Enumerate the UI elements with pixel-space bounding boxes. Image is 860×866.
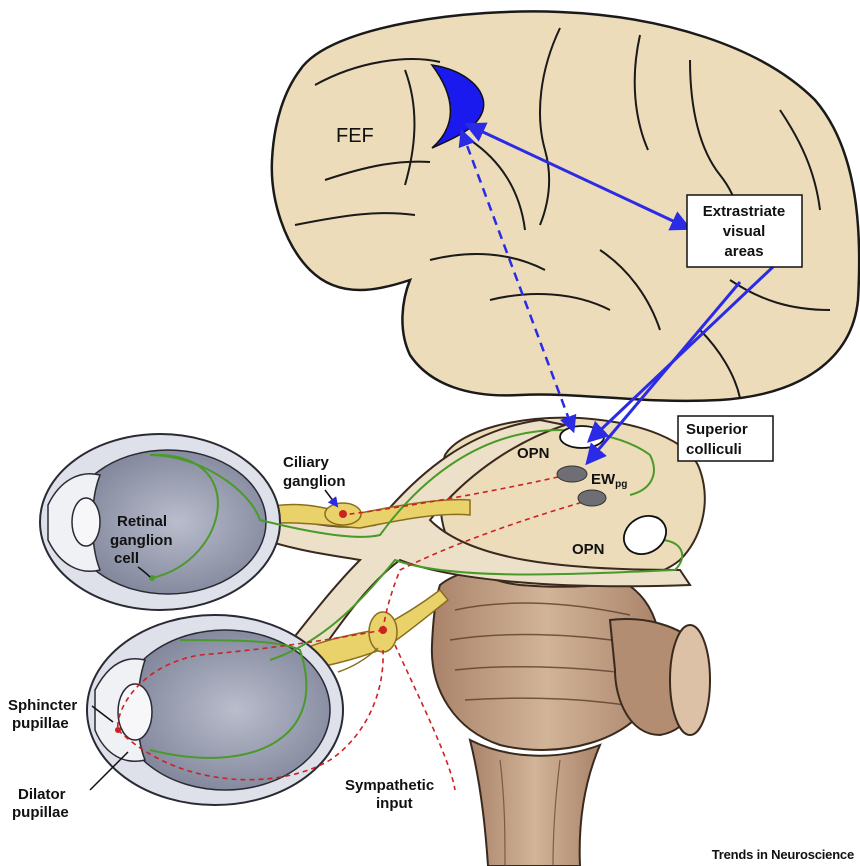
fef-label: FEF xyxy=(336,125,374,147)
brainstem xyxy=(432,418,710,866)
dilator-label-2: pupillae xyxy=(12,804,69,821)
opn-top-label: OPN xyxy=(517,445,550,462)
extrastriate-label-2: visual xyxy=(723,223,766,240)
superior-label-1: Superior xyxy=(686,421,748,438)
sphincter-label-2: pupillae xyxy=(12,715,69,732)
sympathetic-label-1: Sympathetic xyxy=(345,777,434,794)
sympathetic-label-2: input xyxy=(376,795,413,812)
opn-top-nucleus xyxy=(560,426,604,448)
ew-nucleus-2 xyxy=(578,490,606,506)
journal-credit: Trends in Neuroscience xyxy=(712,847,854,862)
opn-bottom-label: OPN xyxy=(572,541,605,558)
extrastriate-box: Extrastriate visual areas xyxy=(687,195,802,267)
retinal-label-3: cell xyxy=(114,550,139,567)
extrastriate-label-1: Extrastriate xyxy=(703,203,786,220)
dilator-label-1: Dilator xyxy=(18,786,66,803)
superior-colliculi-box: Superior colliculi xyxy=(678,416,773,461)
retinal-label-2: ganglion xyxy=(110,532,173,549)
superior-label-2: colliculi xyxy=(686,441,742,458)
retinal-label-1: Retinal xyxy=(117,513,167,530)
extrastriate-label-3: areas xyxy=(724,243,763,260)
ew-nucleus-1 xyxy=(557,466,587,482)
ciliary-label-2: ganglion xyxy=(283,473,346,490)
ciliary-label-1: Ciliary xyxy=(283,454,330,471)
sphincter-label-1: Sphincter xyxy=(8,697,77,714)
